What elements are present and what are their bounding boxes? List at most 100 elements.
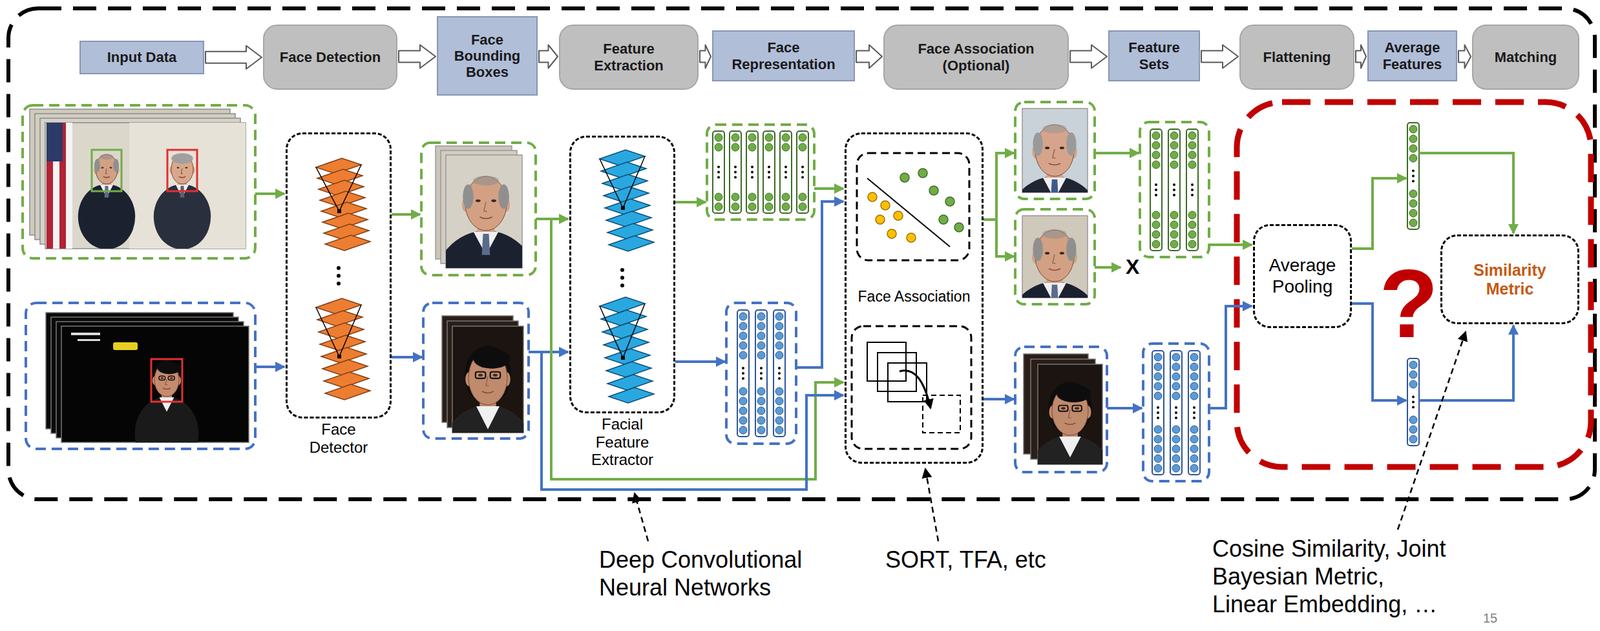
vector-element bbox=[739, 407, 748, 415]
process-box: Feature Extraction bbox=[558, 24, 699, 90]
vector-column bbox=[712, 131, 725, 214]
extractor-box: Facial Feature Extractor bbox=[569, 135, 676, 414]
vector-element bbox=[1188, 151, 1197, 159]
ellipsis-dot bbox=[1174, 416, 1178, 420]
node-label: Input Data bbox=[107, 49, 178, 66]
eye bbox=[1061, 407, 1066, 410]
vector-element bbox=[1190, 454, 1199, 463]
outer-border bbox=[8, 8, 1595, 500]
flow-line bbox=[391, 213, 421, 216]
hair bbox=[464, 345, 512, 405]
ellipsis-dot bbox=[717, 171, 720, 174]
leader-line bbox=[634, 493, 649, 542]
identity-group bbox=[1015, 209, 1095, 305]
callout-text: Cosine Similarity, Joint Bayesian Metric… bbox=[1212, 535, 1452, 620]
ellipsis-dot bbox=[767, 171, 771, 174]
eye bbox=[475, 199, 481, 203]
ellipsis-dot bbox=[1192, 416, 1196, 420]
image-group bbox=[22, 105, 256, 259]
shirt-collar bbox=[1042, 177, 1067, 193]
vector-element bbox=[1190, 445, 1199, 453]
ellipsis-dot bbox=[1156, 406, 1160, 410]
ellipsis-dot bbox=[717, 166, 720, 169]
vector-element bbox=[775, 407, 784, 415]
separator-line bbox=[867, 178, 950, 247]
vector-element bbox=[748, 193, 757, 201]
mouth bbox=[162, 388, 170, 390]
mouth bbox=[1048, 163, 1061, 165]
ellipsis-dot bbox=[620, 275, 625, 280]
node-label: Flattening bbox=[1262, 49, 1331, 66]
vector-element bbox=[1154, 435, 1162, 444]
ellipsis-dot bbox=[778, 377, 781, 380]
vector-element bbox=[1172, 464, 1180, 473]
feature-set bbox=[1143, 343, 1210, 482]
ellipsis-dot bbox=[759, 377, 763, 380]
hair bbox=[462, 184, 474, 210]
flow-line bbox=[551, 219, 844, 480]
eye bbox=[109, 167, 112, 169]
flag-canton bbox=[46, 122, 63, 162]
vector-element bbox=[1188, 240, 1197, 249]
vector-element bbox=[1190, 382, 1199, 391]
data-box: Feature Sets bbox=[1108, 30, 1200, 82]
shirt-collar bbox=[1059, 436, 1082, 458]
vector-element bbox=[739, 426, 748, 435]
track-square bbox=[867, 342, 906, 382]
ellipsis-dot bbox=[1190, 193, 1194, 197]
vector-element bbox=[757, 426, 766, 435]
flow-line bbox=[1419, 153, 1514, 234]
callout-text: Deep Convolutional Neural Networks bbox=[599, 546, 813, 602]
vector-element bbox=[748, 143, 757, 152]
vector-element bbox=[1170, 160, 1179, 169]
vector-column bbox=[1407, 122, 1420, 230]
vector-element bbox=[1172, 392, 1180, 400]
hair bbox=[498, 184, 510, 210]
eye bbox=[177, 167, 180, 169]
vector-element bbox=[731, 193, 740, 201]
kernel bbox=[337, 354, 342, 359]
flow-line bbox=[541, 352, 844, 490]
leader-line bbox=[1397, 332, 1466, 530]
network-layer bbox=[599, 297, 645, 313]
ellipsis-dot bbox=[1154, 183, 1158, 187]
ellipsis-dot bbox=[1174, 406, 1178, 410]
vector-element bbox=[1152, 131, 1160, 140]
vector-element bbox=[775, 332, 784, 340]
process-box: Face Detection bbox=[263, 24, 398, 90]
photo-content bbox=[1022, 124, 1088, 193]
cluster-dot bbox=[887, 229, 897, 239]
motion-arrow bbox=[899, 370, 931, 409]
detector-box: Face Detector bbox=[285, 132, 392, 419]
ellipsis-dot bbox=[336, 266, 341, 271]
hair bbox=[94, 158, 101, 173]
nose bbox=[1068, 409, 1071, 419]
vector-column bbox=[1407, 358, 1420, 446]
cluster-dot bbox=[875, 215, 885, 225]
photo-content bbox=[445, 175, 523, 269]
vector-column bbox=[773, 310, 786, 437]
ellipsis-dot bbox=[1172, 183, 1176, 187]
vector-element bbox=[1154, 363, 1162, 371]
vector-element bbox=[798, 143, 807, 152]
kernel bbox=[621, 356, 625, 360]
hair bbox=[473, 175, 499, 186]
ellipsis-dot bbox=[767, 176, 771, 179]
network-layer bbox=[322, 359, 368, 376]
ellipsis-dot bbox=[734, 176, 737, 179]
eye bbox=[1044, 252, 1050, 255]
flow-line bbox=[996, 219, 1014, 257]
cluster-dot bbox=[938, 215, 948, 225]
vector-column bbox=[1186, 129, 1199, 251]
glasses bbox=[168, 376, 175, 380]
vector-column bbox=[1188, 350, 1200, 475]
vector-element bbox=[765, 143, 773, 152]
mouth bbox=[479, 217, 492, 220]
tracking-box bbox=[851, 326, 972, 450]
photo-content bbox=[71, 332, 199, 443]
glasses bbox=[158, 376, 166, 380]
vector-element bbox=[765, 202, 773, 211]
eye bbox=[1074, 407, 1080, 410]
ellipsis-dot bbox=[1190, 183, 1194, 187]
cluster-dot bbox=[867, 192, 877, 202]
